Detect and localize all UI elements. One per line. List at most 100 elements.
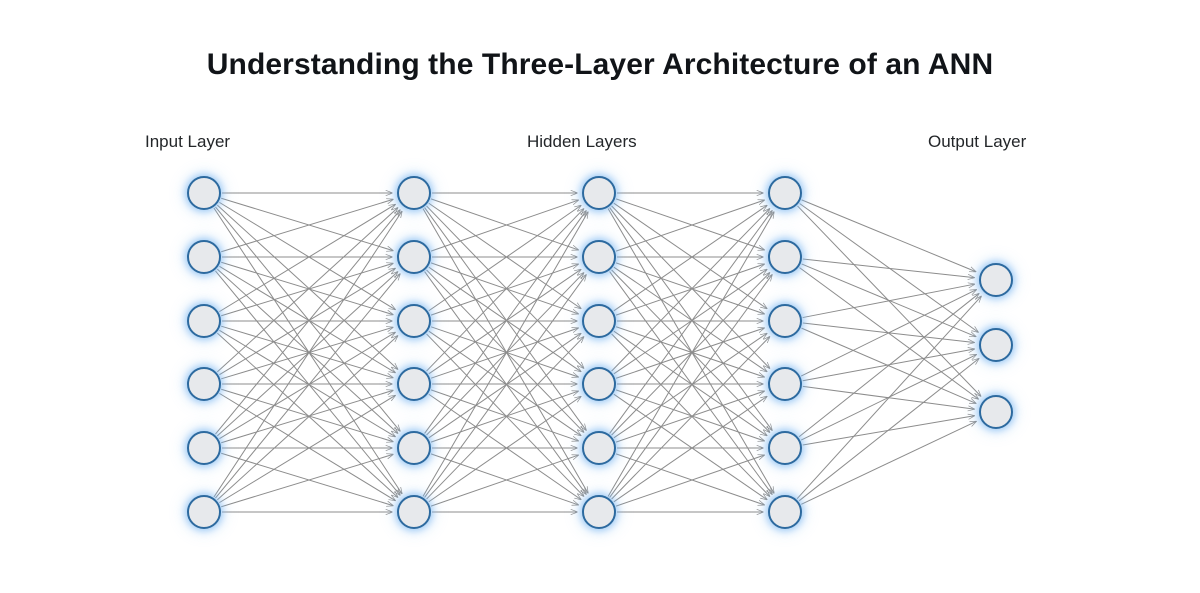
neuron-node-hidden-1-4[interactable] xyxy=(397,367,431,401)
network-edge xyxy=(216,208,397,373)
neuron-node-hidden-1-5[interactable] xyxy=(397,431,431,465)
network-edge xyxy=(219,332,395,440)
network-edge xyxy=(613,269,767,375)
network-edge xyxy=(219,392,395,500)
page-title: Understanding the Three-Layer Architectu… xyxy=(206,48,994,81)
network-edge xyxy=(430,200,578,252)
network-edge xyxy=(607,212,774,497)
neuron-node-hidden-2-4[interactable] xyxy=(582,367,616,401)
network-edge xyxy=(219,265,395,372)
network-edge xyxy=(801,263,976,337)
network-edge xyxy=(430,264,578,316)
neuron-node-hidden-3-2[interactable] xyxy=(768,240,802,274)
network-edge xyxy=(609,275,772,498)
network-edge xyxy=(615,200,764,252)
network-edge xyxy=(801,421,976,505)
network-edge xyxy=(613,330,767,435)
network-edge xyxy=(615,264,764,316)
network-edge xyxy=(802,349,975,382)
network-edge xyxy=(798,359,979,502)
network-edge xyxy=(216,268,397,433)
network-edge xyxy=(430,389,578,441)
network-edge xyxy=(802,258,974,278)
neuron-node-input-6[interactable] xyxy=(187,495,221,529)
neuron-node-input-2[interactable] xyxy=(187,240,221,274)
network-edge xyxy=(221,327,393,380)
layer-label-output: Output Layer xyxy=(928,132,1027,151)
network-edge xyxy=(221,388,393,441)
network-edge xyxy=(615,453,764,505)
network-edge xyxy=(430,262,578,314)
network-edge xyxy=(221,452,393,505)
network-edge xyxy=(428,269,581,375)
neuron-node-output-3[interactable] xyxy=(979,395,1013,429)
network-edge xyxy=(213,211,402,498)
network-edge xyxy=(801,199,976,272)
network-edge xyxy=(221,390,393,444)
neuron-node-hidden-1-2[interactable] xyxy=(397,240,431,274)
network-edge xyxy=(615,328,764,379)
network-edge xyxy=(219,268,395,376)
network-edge xyxy=(424,211,587,434)
neuron-node-output-1[interactable] xyxy=(979,263,1013,297)
network-edge xyxy=(221,197,393,250)
network-edge xyxy=(615,262,764,314)
network-edge xyxy=(611,209,770,372)
network-edge xyxy=(430,455,578,507)
layer-label-input: Input Layer xyxy=(145,132,231,151)
network-edge xyxy=(613,333,767,439)
network-edge xyxy=(424,271,587,495)
network-edge xyxy=(615,326,764,377)
network-edge xyxy=(424,207,587,431)
neuron-node-hidden-3-5[interactable] xyxy=(768,431,802,465)
neuron-node-hidden-2-5[interactable] xyxy=(582,431,616,465)
network-edge xyxy=(611,337,770,500)
neuron-node-hidden-3-1[interactable] xyxy=(768,176,802,210)
network-edge xyxy=(430,391,578,443)
neuron-node-hidden-1-6[interactable] xyxy=(397,495,431,529)
network-edge xyxy=(422,212,588,497)
network-edge xyxy=(615,389,764,441)
network-edge xyxy=(216,204,397,369)
network-edge xyxy=(430,453,578,505)
neuron-node-hidden-1-1[interactable] xyxy=(397,176,431,210)
neuron-node-hidden-3-3[interactable] xyxy=(768,304,802,338)
network-edge xyxy=(798,294,979,438)
network-edge xyxy=(221,454,393,508)
network-edge xyxy=(802,284,975,319)
network-edge xyxy=(428,330,581,435)
layer-label-hidden: Hidden Layers xyxy=(527,132,637,151)
network-edge xyxy=(796,296,981,500)
network-edge xyxy=(613,396,767,503)
neuron-node-hidden-2-6[interactable] xyxy=(582,495,616,529)
neuron-node-input-1[interactable] xyxy=(187,176,221,210)
network-edge xyxy=(221,261,393,314)
network-edge xyxy=(219,395,395,504)
network-edge xyxy=(613,266,767,371)
neuron-node-hidden-3-6[interactable] xyxy=(768,495,802,529)
neuron-node-input-3[interactable] xyxy=(187,304,221,338)
network-edge xyxy=(615,391,764,443)
network-edge xyxy=(800,290,976,377)
network-edge xyxy=(428,202,581,308)
neuron-node-output-2[interactable] xyxy=(979,328,1013,362)
network-edge xyxy=(428,397,581,503)
network-edge xyxy=(426,269,584,432)
neuron-node-hidden-2-1[interactable] xyxy=(582,176,616,210)
network-edge xyxy=(428,206,581,312)
neuron-node-hidden-1-3[interactable] xyxy=(397,304,431,338)
neuron-node-input-5[interactable] xyxy=(187,431,221,465)
network-edge xyxy=(428,393,581,499)
neuron-node-input-4[interactable] xyxy=(187,367,221,401)
network-edge xyxy=(426,209,584,372)
network-edge xyxy=(428,266,581,371)
network-edge xyxy=(615,455,764,507)
neuron-node-hidden-3-4[interactable] xyxy=(768,367,802,401)
neuron-node-hidden-2-3[interactable] xyxy=(582,304,616,338)
network-edge xyxy=(430,198,578,250)
network-edge xyxy=(611,269,770,432)
network-edge xyxy=(609,271,772,495)
neuron-node-hidden-2-2[interactable] xyxy=(582,240,616,274)
